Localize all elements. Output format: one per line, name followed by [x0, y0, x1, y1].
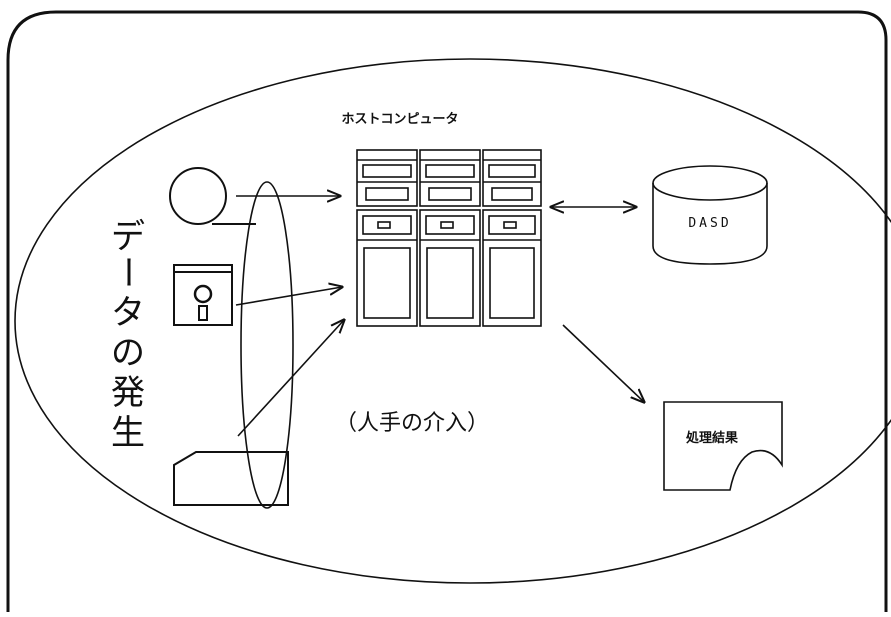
mainframe-computer-icon — [357, 150, 541, 326]
data-origin-char: 生 — [111, 413, 145, 453]
floppy-to-host-arrow — [236, 287, 342, 305]
data-origin-vertical-label: デ ー タ の 発 生 — [107, 217, 147, 453]
manual-intervention-ellipse — [241, 182, 293, 508]
data-origin-char: 発 — [111, 373, 145, 413]
data-origin-char: デ — [111, 217, 145, 257]
manual-intervention-label: （人手の介入） — [335, 411, 489, 436]
host-computer-label: ホストコンピュータ — [341, 112, 458, 127]
punched-card-icon — [174, 452, 288, 505]
disk-storage-cylinder-icon — [653, 166, 767, 264]
floppy-disk-icon — [174, 265, 232, 325]
data-origin-char: の — [111, 333, 145, 373]
dasd-label: DASD — [688, 216, 731, 231]
data-origin-char: タ — [111, 293, 145, 333]
printed-document-icon — [664, 402, 782, 490]
data-origin-char: ー — [107, 255, 147, 289]
system-boundary-ellipse — [15, 59, 891, 583]
output-label: 処理結果 — [685, 430, 738, 446]
host-to-output-arrow — [563, 325, 644, 402]
